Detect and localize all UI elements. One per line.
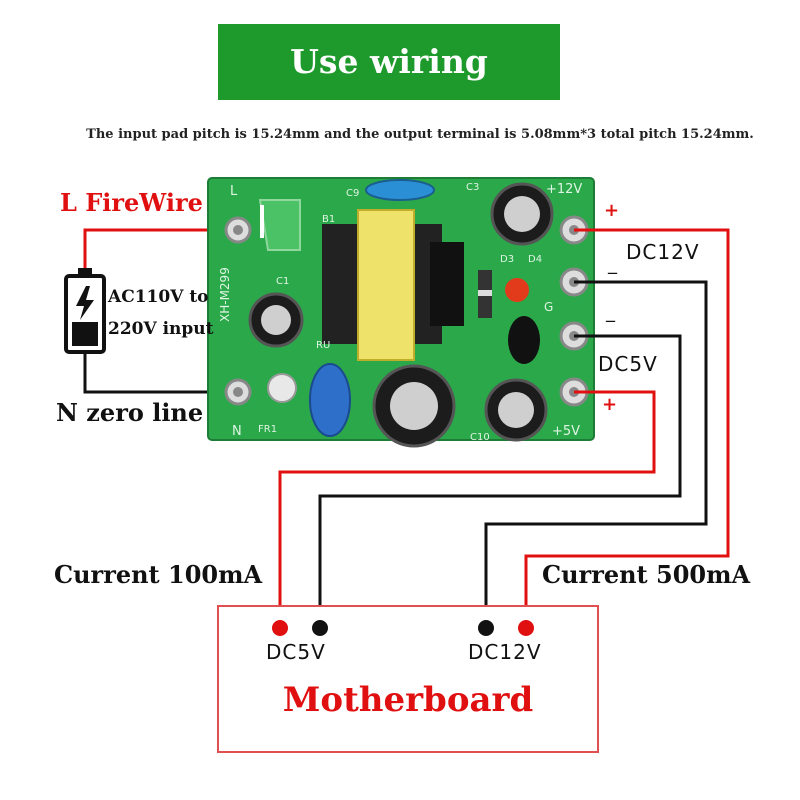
wire-12v-plus [524, 228, 730, 628]
mb-dc5-label: DC5V [266, 640, 326, 664]
silk-c1: C1 [276, 276, 290, 287]
wire-12v-minus [484, 280, 708, 628]
mb-5v-plus-dot [272, 620, 288, 636]
silk-N: N [232, 424, 243, 439]
plus-top: + [604, 200, 620, 221]
silk-g: G [544, 300, 554, 314]
live-label: L FireWire [60, 188, 203, 217]
voltage-label-line2: 220V input [108, 319, 214, 339]
dc12-output-label: DC12V [626, 240, 700, 264]
battery-icon [64, 268, 106, 354]
silk-c10: C10 [470, 432, 490, 443]
mb-dc12-label: DC12V [468, 640, 542, 664]
silk-5v: +5V [552, 424, 581, 439]
silk-c9: C9 [346, 188, 360, 199]
power-module-pcb [207, 177, 595, 448]
silk-12v: +12V [546, 182, 583, 197]
minus-12v: _ [608, 254, 618, 275]
silk-d4: D4 [528, 254, 543, 265]
mb-12v-minus-dot [478, 620, 494, 636]
silk-model: XH-M299 [218, 267, 232, 322]
title-banner [218, 24, 560, 100]
silk-c3: C3 [466, 182, 480, 193]
neutral-label: N zero line [56, 398, 204, 427]
plus-bottom: + [602, 394, 618, 415]
silk-L: L [230, 184, 239, 199]
voltage-label-line1: AC110V to [108, 287, 209, 307]
current-left-label: Current 100mA [54, 560, 263, 589]
page-title: Use wiring diagram [290, 42, 488, 157]
silk-ru: RU [316, 340, 331, 351]
wire-5v-minus [318, 334, 682, 628]
wire-5v-plus [278, 390, 656, 628]
neutral-wire [83, 352, 238, 394]
pitch-note: The input pad pitch is 15.24mm and the o… [86, 127, 754, 142]
dc5-output-label: DC5V [598, 352, 658, 376]
mb-5v-minus-dot [312, 620, 328, 636]
mb-12v-plus-dot [518, 620, 534, 636]
live-wire [83, 228, 238, 268]
minus-5v: _ [606, 302, 616, 323]
motherboard-title: Motherboard [282, 680, 534, 720]
silk-d3: D3 [500, 254, 515, 265]
silk-fr: FR1 [258, 424, 278, 435]
current-right-label: Current 500mA [542, 560, 751, 589]
silk-b1: B1 [322, 214, 336, 225]
